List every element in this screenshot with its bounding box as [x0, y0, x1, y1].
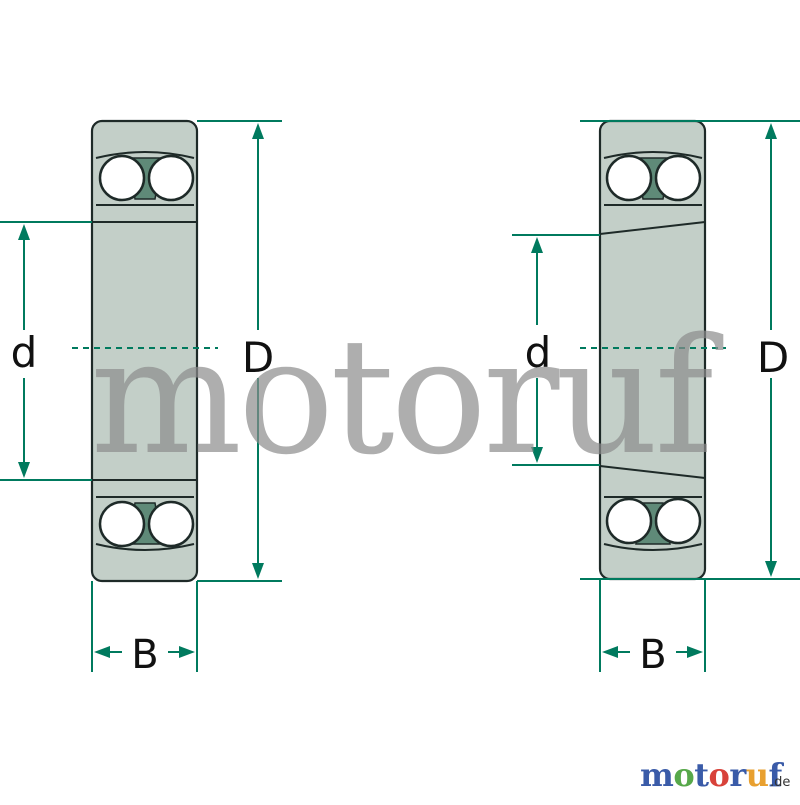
right-upper-taper-line [599, 221, 706, 235]
right-bore-label: d [525, 328, 552, 377]
logo-text: motoruf [640, 756, 784, 794]
left-bearing [72, 119, 218, 583]
left-lower-outer-raceway [95, 543, 195, 551]
watermark: motoruf [90, 303, 723, 490]
logo-letter-o1: o [673, 756, 694, 794]
right-lower-ball-1 [605, 497, 653, 545]
left-bore-label: d [11, 328, 38, 377]
right-width-label: B [639, 632, 666, 678]
left-upper-outer-raceway [95, 151, 195, 159]
left-width-label: B [131, 632, 158, 678]
left-bearing-body [90, 119, 199, 583]
right-D-arrow-top [765, 123, 777, 139]
left-d-arrow-top [18, 224, 30, 240]
right-lower-taper-line [599, 465, 706, 479]
logo-letter-t: t [694, 756, 709, 794]
right-B-arrow-right [687, 646, 703, 658]
left-D-arrow-top [252, 123, 264, 139]
logo-letter-r: r [729, 756, 747, 794]
left-D-arrow-bottom [252, 563, 264, 579]
right-upper-outer-raceway [603, 151, 703, 159]
left-B-arrow-left [94, 646, 110, 658]
logo-letter-u: u [746, 756, 769, 794]
right-d-arrow-bottom [531, 447, 543, 463]
logo-suffix: .de [770, 775, 790, 790]
logo-letter-o2: o [708, 756, 729, 794]
right-D-arrow-bottom [765, 561, 777, 577]
left-upper-ball-1 [98, 154, 146, 202]
left-upper-ball-2 [147, 154, 195, 202]
right-dimensions [512, 120, 800, 672]
site-logo[interactable]: motoruf .de [640, 756, 790, 794]
right-upper-ball-1 [605, 154, 653, 202]
right-d-arrow-top [531, 237, 543, 253]
right-upper-ball-2 [654, 154, 702, 202]
logo-letter-m: m [640, 756, 674, 794]
left-outer-diameter-label: D [242, 333, 274, 382]
left-B-arrow-right [179, 646, 195, 658]
right-lower-ball-2 [654, 497, 702, 545]
left-lower-ball-1 [98, 500, 146, 548]
right-lower-outer-raceway [603, 543, 703, 551]
logo-letter-f: f [768, 756, 784, 794]
left-d-arrow-bottom [18, 462, 30, 478]
left-dimensions [0, 120, 282, 672]
left-lower-ball-2 [147, 500, 195, 548]
right-outer-diameter-label: D [757, 333, 789, 382]
right-B-arrow-left [602, 646, 618, 658]
